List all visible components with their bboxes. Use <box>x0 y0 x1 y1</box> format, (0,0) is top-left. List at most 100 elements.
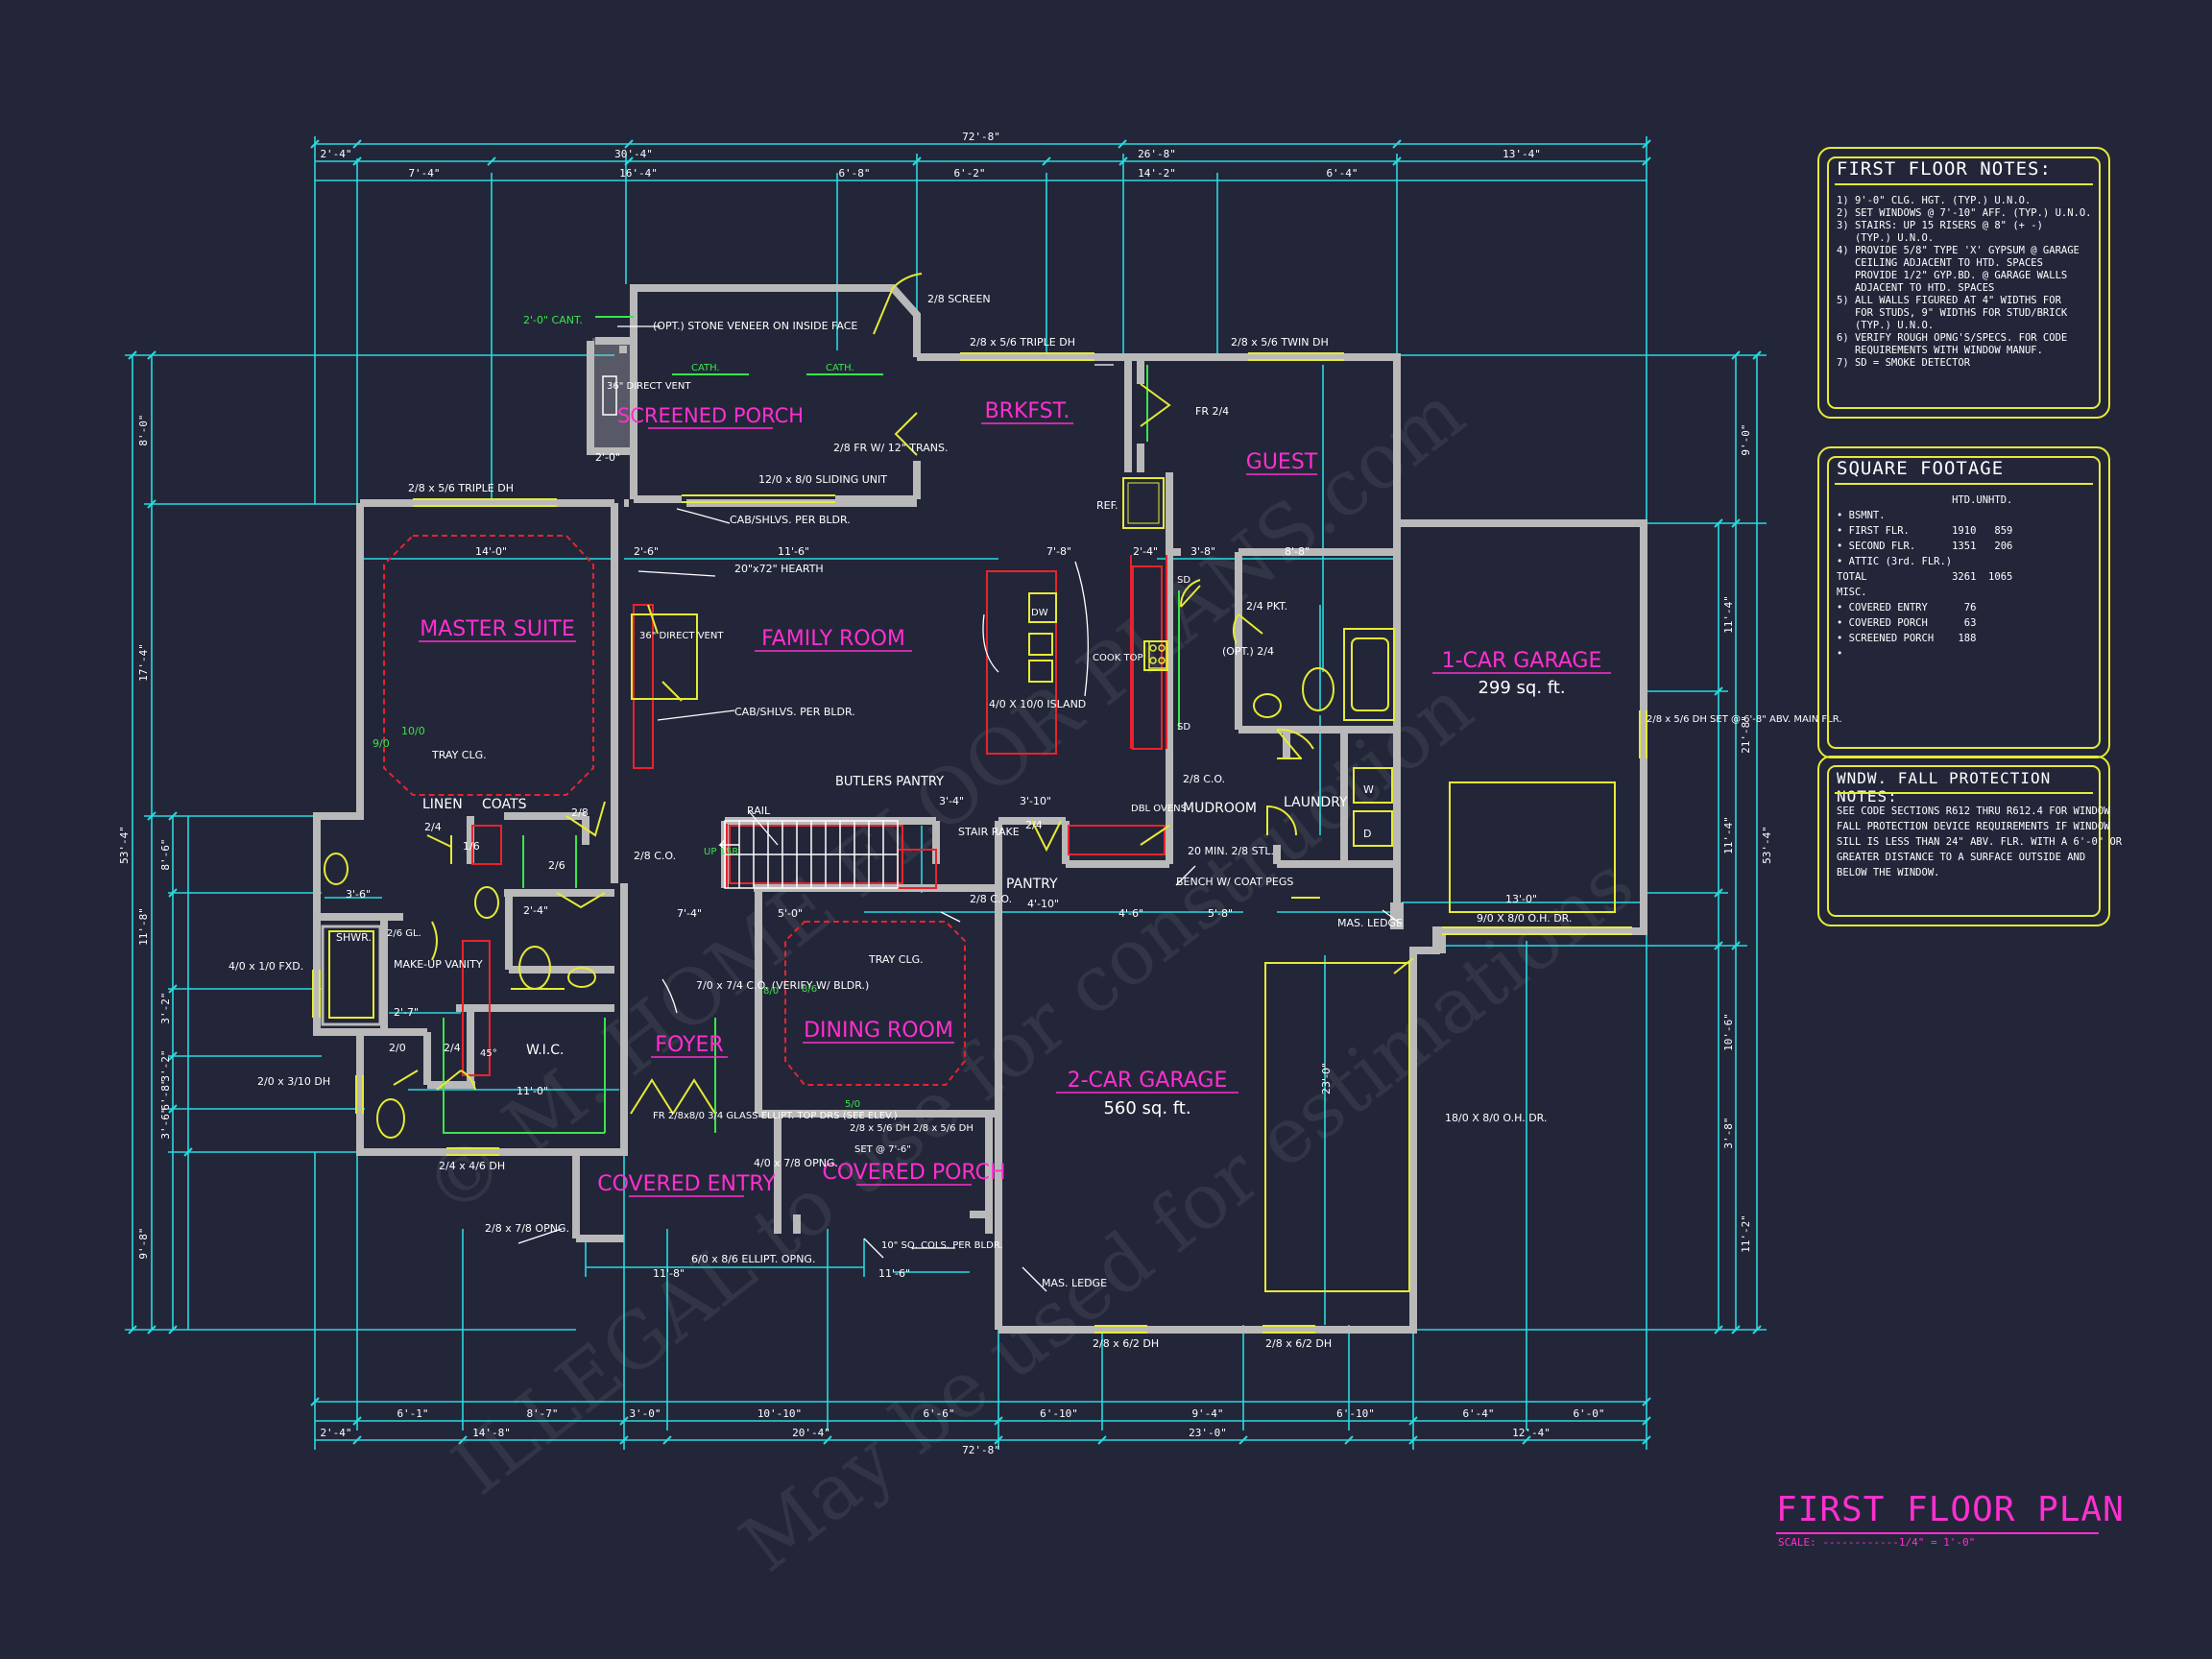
window-fall-protection-list: SEE CODE SECTIONS R612 THRU R612.4 FOR W… <box>1837 804 2123 880</box>
first-floor-notes-list: 1) 9'-0" CLG. HGT. (TYP.) U.N.O.2) SET W… <box>1837 195 2095 370</box>
table-cell: 76 <box>1963 602 1977 613</box>
svg-text:7'-8": 7'-8" <box>1046 545 1071 558</box>
note-item: 4) PROVIDE 5/8" TYPE 'X' GYPSUM @ GARAGE <box>1837 245 2080 256</box>
svg-text:8'-8": 8'-8" <box>1285 545 1310 558</box>
svg-text:6/0 x 8/6 ELLIPT. OPNG.: 6/0 x 8/6 ELLIPT. OPNG. <box>691 1253 815 1265</box>
svg-text:4'-10": 4'-10" <box>1027 898 1059 910</box>
note-item: FALL PROTECTION DEVICE REQUIREMENTS IF W… <box>1837 821 2110 832</box>
note-item: (TYP.) U.N.O. <box>1837 320 1935 331</box>
svg-text:2'-4": 2'-4" <box>320 148 351 160</box>
svg-text:2'-0" CANT.: 2'-0" CANT. <box>523 314 583 326</box>
table-cell: TOTAL <box>1837 571 1867 583</box>
svg-text:D: D <box>1363 828 1371 840</box>
svg-text:LINEN: LINEN <box>422 797 463 812</box>
svg-text:2/8 C.O.: 2/8 C.O. <box>634 850 676 862</box>
svg-text:RAIL: RAIL <box>747 805 771 817</box>
svg-text:2/8 x 5/6 DH SET @ 6'-8" ABV.: 2/8 x 5/6 DH SET @ 6'-8" ABV. MAIN FLR. <box>1647 714 1842 725</box>
first-floor-notes-panel: FIRST FLOOR NOTES: 1) 9'-0" CLG. HGT. (T… <box>1817 147 2110 419</box>
svg-text:2/0 x 3/10 DH: 2/0 x 3/10 DH <box>257 1075 330 1088</box>
square-footage-title: SQUARE FOOTAGE <box>1837 458 2005 479</box>
svg-text:MAKE-UP VANITY: MAKE-UP VANITY <box>394 958 483 971</box>
window-fall-protection-title: WNDW. FALL PROTECTION NOTES: <box>1837 769 2052 805</box>
svg-text:10/0: 10/0 <box>401 725 425 737</box>
svg-text:2/8 x 5/6 TWIN DH: 2/8 x 5/6 TWIN DH <box>1231 336 1329 349</box>
svg-text:6'-10": 6'-10" <box>1040 1407 1078 1420</box>
svg-text:2/6: 2/6 <box>548 859 565 872</box>
svg-text:2/4: 2/4 <box>444 1042 461 1054</box>
svg-text:12'-4": 12'-4" <box>1512 1427 1551 1439</box>
svg-text:2/8: 2/8 <box>571 806 589 819</box>
note-item: SILL IS LESS THAN 24" ABV. FLR. WITH A 6… <box>1837 836 2123 848</box>
svg-text:20'-4": 20'-4" <box>792 1427 830 1439</box>
svg-text:2/8 SCREEN: 2/8 SCREEN <box>927 293 991 305</box>
table-row: • BSMNT. <box>1837 508 2012 523</box>
first-floor-notes-title: FIRST FLOOR NOTES: <box>1837 158 2052 180</box>
svg-text:2'-0": 2'-0" <box>595 451 620 464</box>
svg-text:FR 2/4: FR 2/4 <box>1195 405 1229 418</box>
panel-title-rule <box>1835 792 2093 794</box>
panel-title-rule <box>1835 183 2093 185</box>
svg-text:2/0: 2/0 <box>389 1042 406 1054</box>
svg-text:2/8 x 5/6 TRIPLE DH: 2/8 x 5/6 TRIPLE DH <box>970 336 1075 349</box>
svg-text:6'-8": 6'-8" <box>159 1078 172 1110</box>
panel-inner-border <box>1827 456 2101 749</box>
svg-text:9'-8": 9'-8" <box>137 1227 150 1259</box>
table-cell <box>1952 585 1976 600</box>
table-cell: • SCREENED PORCH <box>1837 633 1935 644</box>
svg-text:2/8 x 5/6 TRIPLE DH: 2/8 x 5/6 TRIPLE DH <box>408 482 514 494</box>
svg-text:6'-4": 6'-4" <box>1326 167 1358 180</box>
svg-text:4/0 x 1/0 FXD.: 4/0 x 1/0 FXD. <box>228 960 303 973</box>
table-cell: • <box>1837 648 1843 660</box>
svg-text:12/0 x 8/0 SLIDING UNIT: 12/0 x 8/0 SLIDING UNIT <box>758 473 887 486</box>
svg-text:2/4 PKT.: 2/4 PKT. <box>1246 600 1287 613</box>
svg-text:SHWR.: SHWR. <box>336 931 372 944</box>
kitchen-appliances <box>1148 640 1167 669</box>
svg-text:6'-6": 6'-6" <box>923 1407 954 1420</box>
svg-text:7/0 x 7/4 C.O. (VERIFY W/ BLDR: 7/0 x 7/4 C.O. (VERIFY W/ BLDR.) <box>696 979 869 992</box>
note-item: 6) VERIFY ROUGH OPNG'S/SPECS. FOR CODE <box>1837 332 2068 344</box>
svg-text:13'-0": 13'-0" <box>1505 893 1537 905</box>
svg-text:SET @ 7'-6": SET @ 7'-6" <box>854 1144 911 1155</box>
svg-text:10'-6": 10'-6" <box>1722 1013 1735 1051</box>
svg-text:53'-4": 53'-4" <box>118 826 131 864</box>
room-covered-porch: COVERED PORCH <box>822 1161 1005 1185</box>
note-item: GREATER DISTANCE TO A SURFACE OUTSIDE AN… <box>1837 852 2086 863</box>
svg-text:2'-4": 2'-4" <box>1133 545 1158 558</box>
svg-text:9/0: 9/0 <box>373 737 390 750</box>
svg-text:11'-2": 11'-2" <box>1740 1214 1752 1253</box>
svg-text:11'-0": 11'-0" <box>517 1085 548 1097</box>
svg-text:BENCH W/ COAT PEGS: BENCH W/ COAT PEGS <box>1176 876 1293 888</box>
svg-text:DW: DW <box>1031 608 1048 618</box>
svg-text:6'-10": 6'-10" <box>1336 1407 1375 1420</box>
svg-text:3'-8": 3'-8" <box>1722 1117 1735 1148</box>
room-master-suite: MASTER SUITE <box>420 617 575 641</box>
svg-text:10'-10": 10'-10" <box>757 1407 802 1420</box>
walls <box>313 284 1647 1334</box>
svg-text:SD: SD <box>1177 722 1190 733</box>
room-labels: SCREENED PORCH BRKFST. GUEST MASTER SUIT… <box>420 399 1601 1196</box>
svg-text:18/0 X 8/0 O.H. DR.: 18/0 X 8/0 O.H. DR. <box>1445 1112 1547 1124</box>
note-item: 2) SET WINDOWS @ 7'-10" AFF. (TYP.) U.N.… <box>1837 207 2092 219</box>
table-cell <box>1952 508 1976 523</box>
table-cell: 1065 <box>1988 571 2013 583</box>
svg-text:8/0: 8/0 <box>763 986 779 997</box>
svg-text:REF.: REF. <box>1096 499 1118 512</box>
table-cell: 63 <box>1963 617 1977 629</box>
svg-text:9'-4": 9'-4" <box>1191 1407 1223 1420</box>
table-cell <box>1976 631 2012 646</box>
room-dining: DINING ROOM <box>804 1019 953 1043</box>
svg-text:2/8 x 6/2 DH: 2/8 x 6/2 DH <box>1265 1337 1332 1350</box>
svg-text:2'-6": 2'-6" <box>634 545 659 558</box>
plan-title-rule <box>1776 1532 2099 1534</box>
svg-text:CATH.: CATH. <box>826 363 854 373</box>
table-cell <box>1976 646 2012 661</box>
square-footage-panel: SQUARE FOOTAGE HTD.UNHTD.• BSMNT.• FIRST… <box>1817 446 2110 758</box>
svg-text:2/4 x 4/6 DH: 2/4 x 4/6 DH <box>439 1160 505 1172</box>
table-cell <box>1976 615 2012 631</box>
wall-screened-porch <box>595 284 921 357</box>
svg-text:MAS. LEDGE: MAS. LEDGE <box>1337 917 1403 929</box>
room-foyer: FOYER <box>655 1033 723 1057</box>
